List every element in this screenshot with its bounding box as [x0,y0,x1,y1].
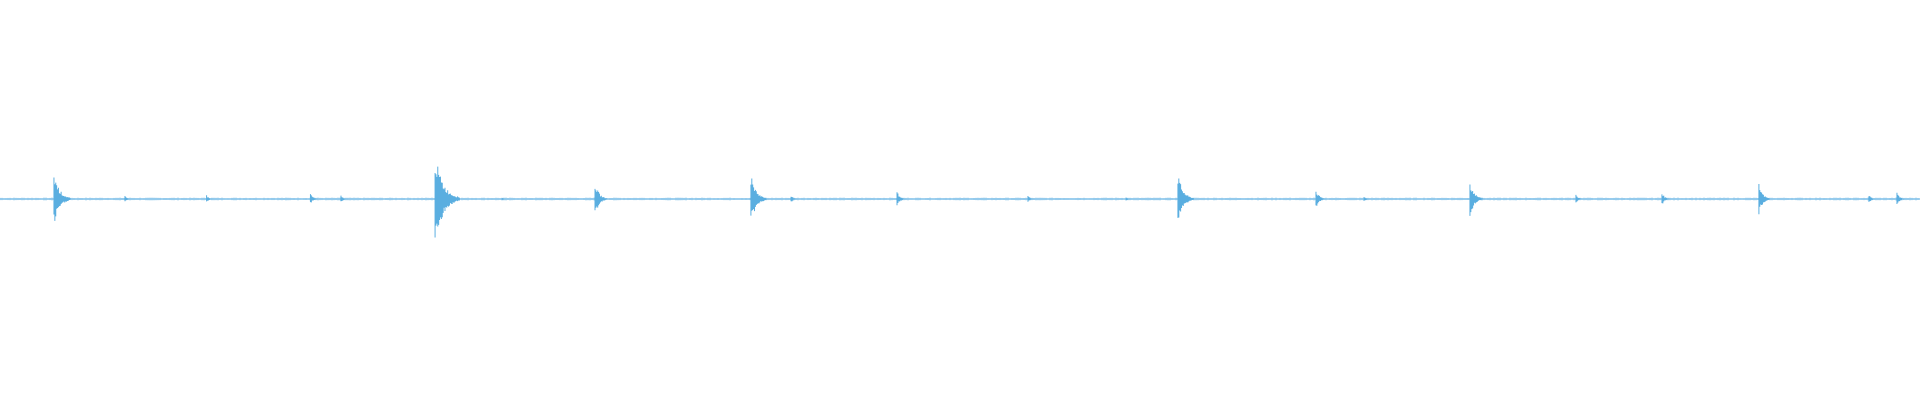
waveform-peak-path [1469,184,1484,216]
waveform-peak-path [309,194,319,203]
waveform-peak [124,196,131,202]
waveform-peak-path [1125,197,1132,201]
waveform-peak-path [53,177,71,221]
waveform-peak-path [896,192,906,206]
waveform-peak [501,197,508,201]
waveform-peak-path [1027,196,1035,202]
waveform-peak [206,195,214,202]
waveform-peak [1027,196,1035,202]
waveform-peak-path [340,195,348,202]
waveform-peak-path [790,196,798,202]
waveform-peak-path [1896,192,1905,204]
waveform-peak-path [434,166,460,238]
waveform-peak [434,166,460,238]
waveform-peak [790,196,798,202]
waveform-peak [53,177,71,221]
waveform-peak-path [1758,183,1771,215]
waveform-peak [340,195,348,202]
waveform-peak [1363,197,1370,201]
waveform-peak [1469,184,1484,216]
waveform-peak-path [1177,178,1194,218]
waveform-peak [1125,197,1132,201]
waveform-peak [594,188,608,211]
waveform-peak [1315,191,1326,206]
waveform-peak-path [1315,191,1326,206]
waveform-peak-path [594,188,608,211]
waveform-peak-path [1868,196,1876,202]
waveform-peak-path [750,178,767,216]
waveform-peak-path [1363,197,1370,201]
waveform-peak [1661,194,1670,204]
waveform-peak [309,194,319,203]
waveform-peak [1896,192,1905,204]
waveform-peak [1177,178,1194,218]
waveform-peak-path [1575,194,1583,203]
waveform-peak [1758,183,1771,215]
waveform-peak [1575,194,1583,203]
waveform-peak-path [1661,194,1670,204]
waveform-peaks [53,166,1905,238]
waveform-peak [750,178,767,216]
waveform-peak [1868,196,1876,202]
waveform-peak-path [206,195,214,202]
waveform-peak [896,192,906,206]
waveform-peak-path [501,197,508,201]
waveform-peak-path [124,196,131,202]
